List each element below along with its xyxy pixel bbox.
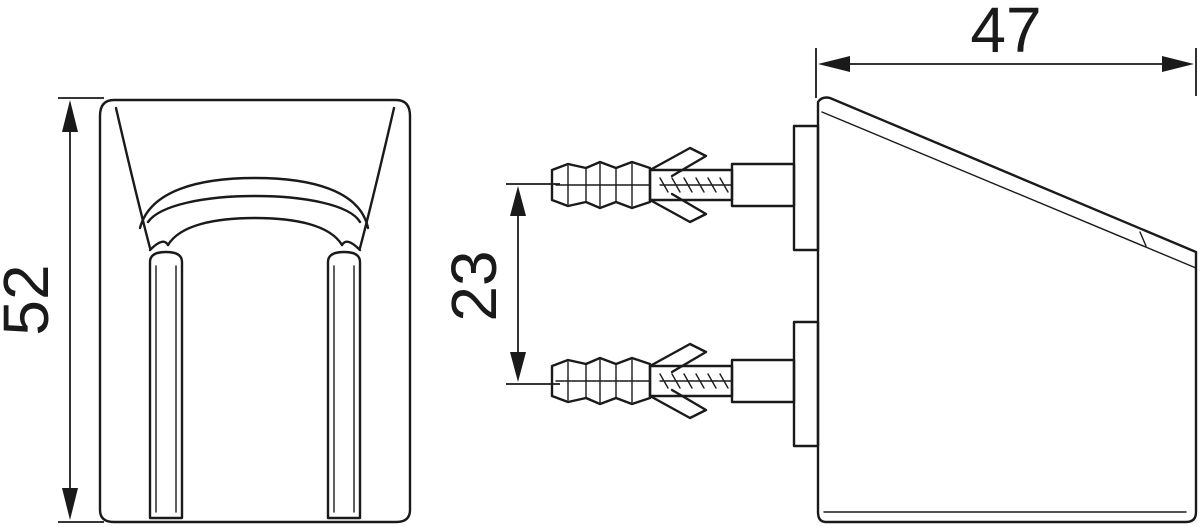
spacing-label: 23 (438, 250, 510, 321)
height-label: 52 (0, 264, 62, 335)
width-dimension: 47 (815, 0, 1197, 98)
upper-flange (792, 124, 820, 252)
side-view (792, 96, 1198, 524)
lower-flange (792, 320, 820, 448)
cup-rim (138, 176, 370, 230)
side-body-outline (816, 96, 1198, 524)
lower-wall-plug (550, 342, 796, 420)
height-dimension: 52 (0, 97, 104, 523)
left-slot (148, 250, 184, 520)
width-label: 47 (970, 0, 1041, 66)
front-view (98, 98, 412, 524)
spacing-dimension: 23 (438, 183, 560, 385)
upper-wall-plug (550, 146, 796, 224)
right-slot (326, 250, 362, 520)
front-view-outline (98, 98, 412, 524)
